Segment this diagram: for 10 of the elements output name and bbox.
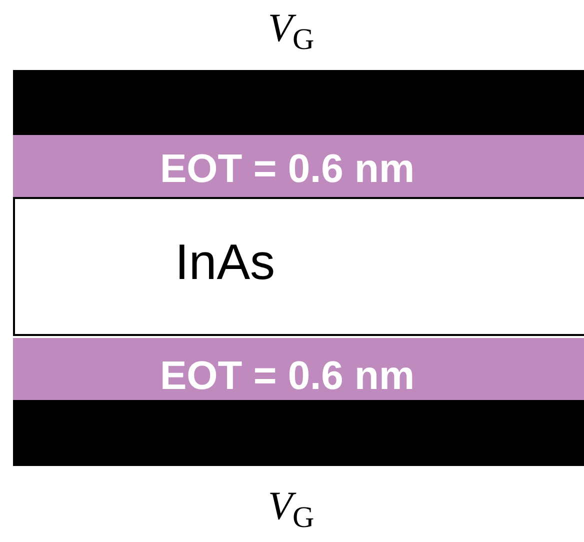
gate-layer [13, 400, 584, 466]
voltage-label: V$_{G}$ [268, 486, 314, 526]
layer-label: InAs [175, 237, 276, 287]
voltage-label: V$_{G}$ [268, 8, 314, 48]
channel-layer [13, 197, 584, 336]
layer-label: EOT = 0.6 nm [160, 356, 415, 396]
oxide-layer [13, 338, 584, 400]
gate-layer [13, 70, 584, 135]
layer-label: EOT = 0.6 nm [160, 149, 415, 189]
oxide-layer [13, 135, 584, 197]
